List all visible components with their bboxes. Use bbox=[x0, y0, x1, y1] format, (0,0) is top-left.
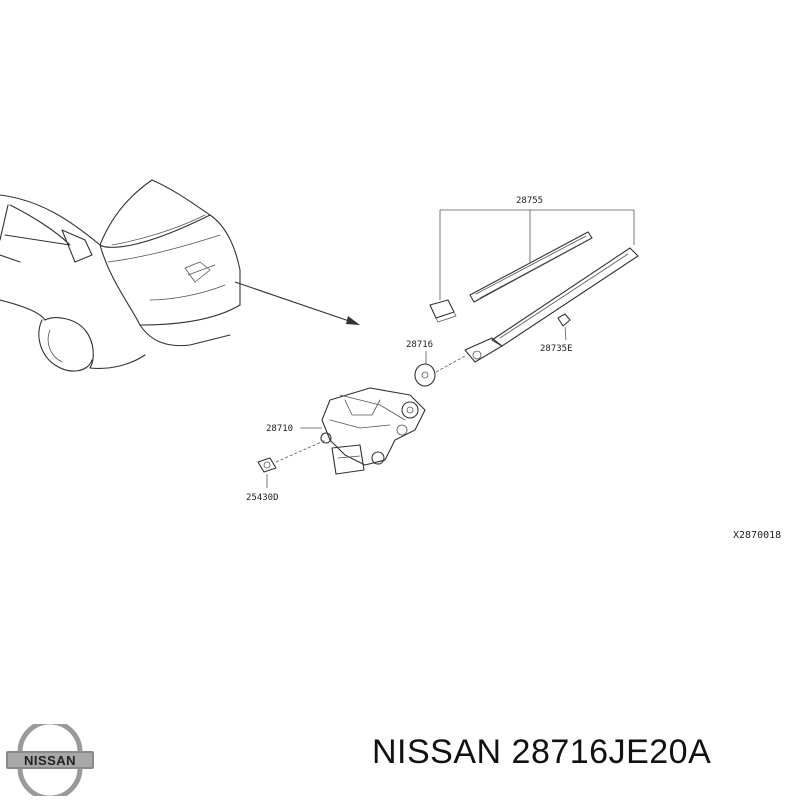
part-label-nut-arm: 28735E bbox=[540, 344, 573, 354]
blade-end-cap bbox=[429, 299, 457, 323]
nissan-logo-text: NISSAN bbox=[24, 753, 76, 768]
pointer-arrow bbox=[234, 281, 360, 325]
part-caption: NISSAN 28716JE20A bbox=[372, 733, 711, 772]
wiper-arm bbox=[464, 247, 639, 363]
part-label-blade-assembly: 28755 bbox=[516, 196, 543, 206]
caption-part-number: 28716JE20A bbox=[511, 733, 712, 771]
wiper-motor bbox=[275, 387, 426, 475]
nissan-logo: NISSAN bbox=[6, 724, 94, 796]
arm-nut bbox=[557, 313, 571, 341]
blade-assembly-bracket bbox=[439, 209, 635, 300]
part-label-grommet: 25430D bbox=[246, 493, 279, 503]
wiper-blade bbox=[469, 231, 593, 303]
part-label-cap: 28716 bbox=[406, 340, 433, 350]
grommet bbox=[257, 457, 277, 488]
pivot-cap bbox=[414, 351, 466, 387]
caption-brand: NISSAN bbox=[372, 733, 502, 771]
diagram-reference-code: X2870018 bbox=[733, 530, 781, 541]
vehicle-rear-illustration bbox=[0, 179, 241, 372]
part-label-motor: 28710 bbox=[266, 424, 293, 434]
